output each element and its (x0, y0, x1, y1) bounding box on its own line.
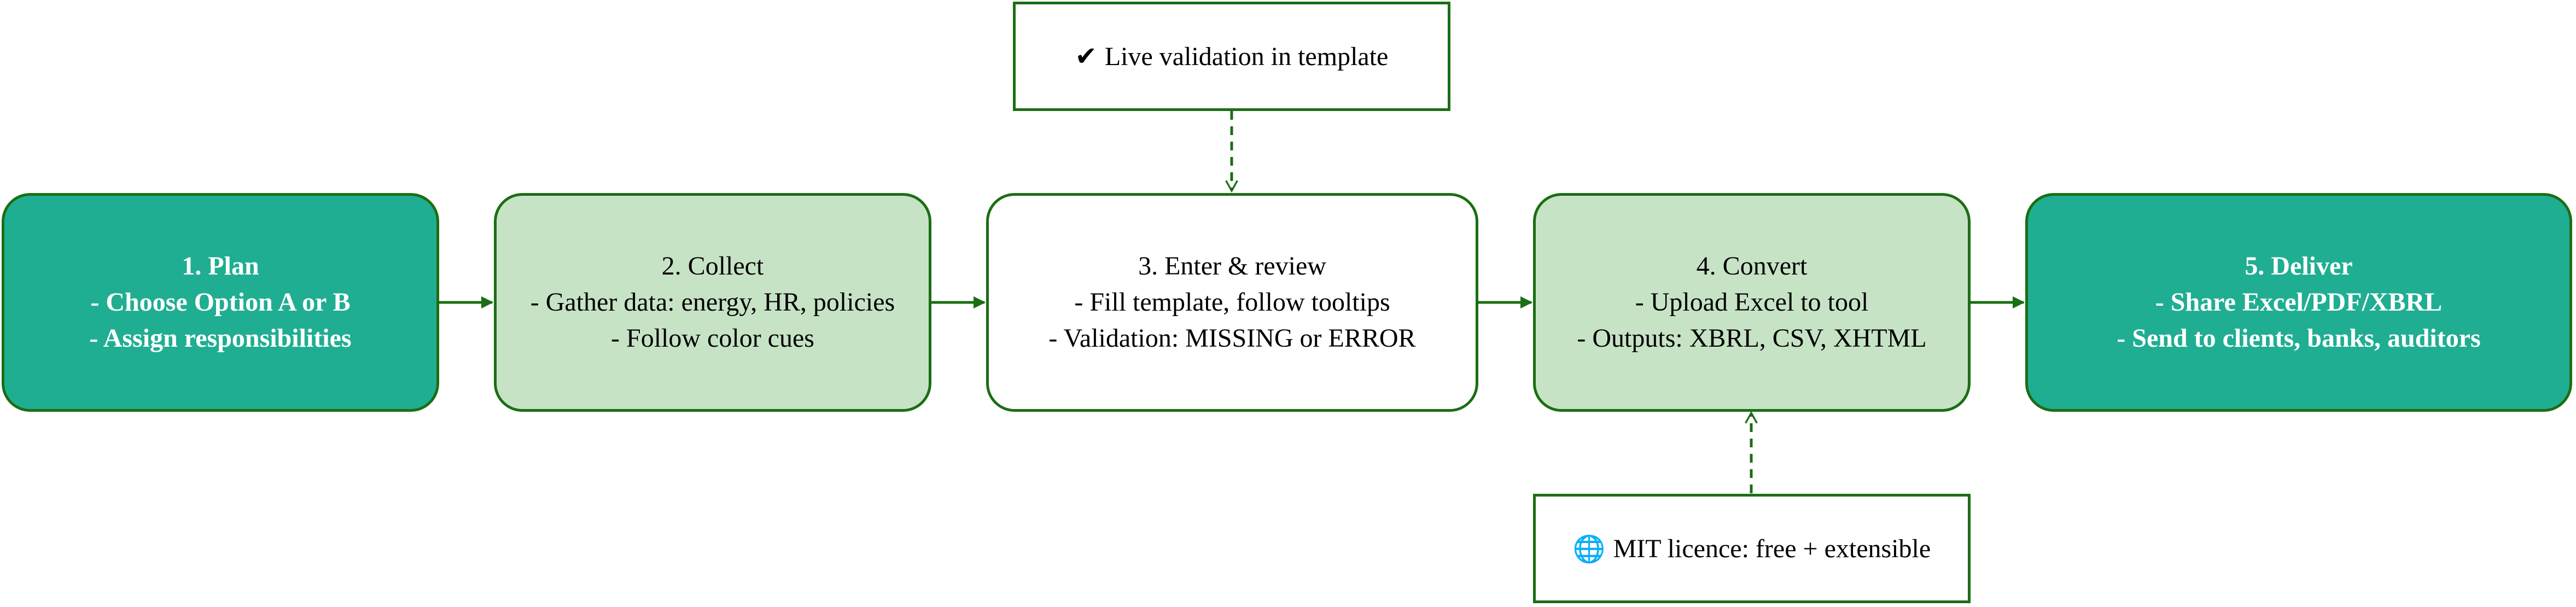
note-mit-licence: 🌐 MIT licence: free + extensible (1533, 494, 1971, 603)
step-plan-line-2: - Assign responsibilities (89, 324, 352, 353)
step-enter-review: 3. Enter & review - Fill template, follo… (986, 193, 1478, 412)
step-collect-line-1: - Gather data: energy, HR, policies (530, 288, 895, 317)
step-convert: 4. Convert - Upload Excel to tool - Outp… (1533, 193, 1971, 412)
step-enter-line-2: - Validation: MISSING or ERROR (1048, 324, 1416, 353)
step-enter-title: 3. Enter & review (1138, 252, 1326, 281)
step-enter-line-1: - Fill template, follow tooltips (1074, 288, 1390, 317)
step-deliver-line-2: - Send to clients, banks, auditors (2117, 324, 2481, 353)
step-deliver-line-1: - Share Excel/PDF/XBRL (2155, 288, 2443, 317)
step-plan: 1. Plan - Choose Option A or B - Assign … (2, 193, 439, 412)
step-plan-line-1: - Choose Option A or B (90, 288, 351, 317)
step-collect-title: 2. Collect (661, 252, 764, 281)
note-mit-licence-text: MIT licence: free + extensible (1613, 534, 1931, 563)
step-deliver: 5. Deliver - Share Excel/PDF/XBRL - Send… (2025, 193, 2572, 412)
step-collect: 2. Collect - Gather data: energy, HR, po… (494, 193, 931, 412)
note-live-validation-text: Live validation in template (1104, 42, 1389, 71)
step-deliver-title: 5. Deliver (2245, 252, 2353, 281)
step-convert-line-2: - Outputs: XBRL, CSV, XHTML (1577, 324, 1927, 353)
globe-icon: 🌐 (1572, 534, 1606, 564)
note-live-validation: ✔ Live validation in template (1013, 2, 1450, 111)
checkmark-icon: ✔ (1075, 42, 1097, 71)
step-convert-title: 4. Convert (1696, 252, 1808, 281)
step-convert-line-1: - Upload Excel to tool (1635, 288, 1869, 317)
step-plan-title: 1. Plan (182, 252, 259, 281)
step-collect-line-2: - Follow color cues (611, 324, 814, 353)
